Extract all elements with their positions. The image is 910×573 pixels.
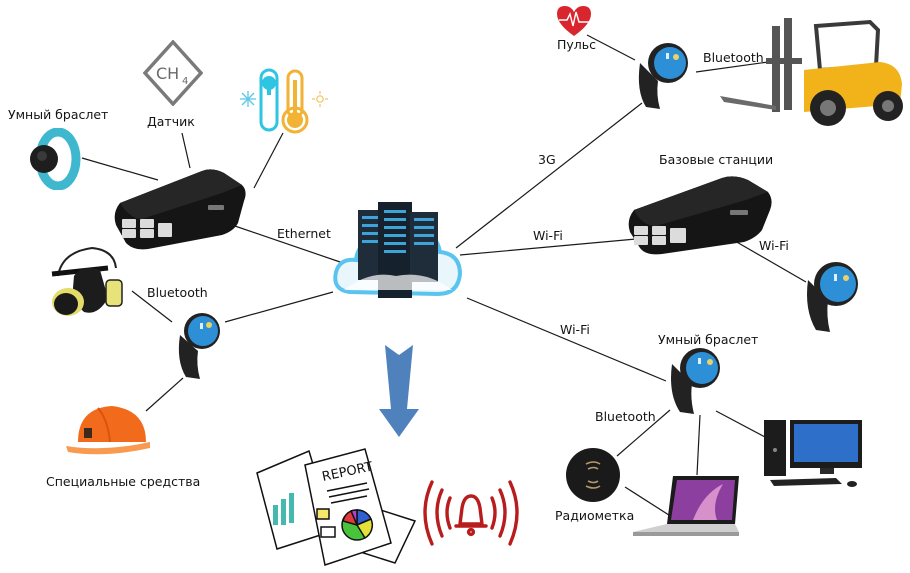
label-rfid: Радиометка [555,508,635,523]
edge-sensor-gateway [181,132,191,169]
report-icon: REPORT [255,445,420,567]
desktop-pc-icon [762,418,864,490]
sun-icon [312,91,328,107]
alarm-bell-icon [418,472,524,552]
edge-cloud-watchbottom [466,297,667,382]
hard-hat-icon [64,402,154,456]
edge-label-ethernet: Ethernet [277,226,331,241]
edge-respirator-watch [131,290,173,323]
cloud-server-icon [330,200,466,310]
methane-sensor-icon: CH 4 [143,40,203,106]
edge-watchbottom-rfid [616,409,671,457]
smartwatch-top-icon [630,41,694,111]
edge-helmet-watch [145,377,184,412]
edge-watchtop-forklift [695,61,769,73]
edge-pulse-watchtop [586,34,636,61]
edge-cloud-watchtop [455,102,643,249]
smartwatch-left-icon [166,311,230,381]
gateway-device-icon [112,163,248,251]
smartwatch-bottom-icon [668,348,732,418]
heart-pulse-icon [555,4,593,38]
edge-base-watchright [727,236,807,283]
edge-gateway-cloud [231,224,344,264]
thermometer-icon [236,68,328,136]
edge-watchleft-cloud [224,291,334,323]
base-station-icon [626,170,776,256]
snowflake-icon [240,91,256,107]
label-pulse: Пульс [557,37,597,52]
label-watch-bottom: Умный браслет [658,332,759,347]
respirator-icon [48,246,130,326]
svg-text:CH: CH [156,64,179,83]
svg-text:4: 4 [182,76,188,87]
edge-label-bluetooth-top: Bluetooth [703,50,764,65]
label-sensor: Датчик [147,114,195,129]
laptop-icon [633,474,741,542]
edge-cloud-base [459,238,637,256]
edge-watchbottom-laptop [696,414,701,476]
edge-bracelet-gateway [81,157,159,181]
rfid-tag-icon [564,446,622,504]
label-base-station: Базовые станции [659,152,774,167]
down-arrow-icon [379,345,419,439]
forklift-icon [720,10,910,130]
smartwatch-right-icon [800,260,864,334]
edge-label-bluetooth-left: Bluetooth [147,285,208,300]
edge-label-wifi-watchbottom: Wi-Fi [560,322,590,337]
edge-label-wifi-base: Wi-Fi [533,228,563,243]
edge-rfid-laptop [624,486,673,518]
edge-label-bluetooth-rfid: Bluetooth [595,409,656,424]
edge-label-wifi-watchright: Wi-Fi [759,238,789,253]
edge-label-3g: 3G [538,152,556,167]
label-bracelet-left: Умный браслет [8,107,109,122]
smart-bracelet-icon [22,128,82,190]
edge-thermo-gateway [253,132,284,189]
label-helmet: Специальные средства [46,474,201,489]
edge-watchbottom-desktop [715,410,766,438]
